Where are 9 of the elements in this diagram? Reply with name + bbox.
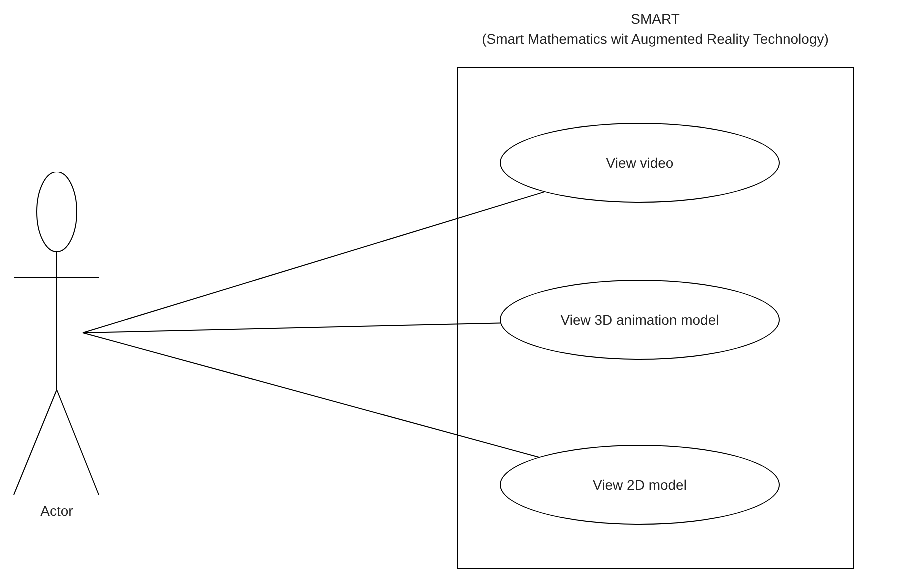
use-case-ellipse: View 2D model — [500, 445, 780, 525]
association-line — [82, 332, 540, 458]
use-case-ellipse: View video — [500, 123, 780, 203]
system-title: (Smart Mathematics wit Augmented Reality Technology) — [481, 31, 830, 47]
association-line — [82, 322, 501, 334]
association-line — [82, 192, 545, 334]
system-title: SMART — [630, 11, 681, 27]
use-case-ellipse: View 3D animation model — [500, 280, 780, 360]
actor-label: Actor — [40, 503, 74, 519]
